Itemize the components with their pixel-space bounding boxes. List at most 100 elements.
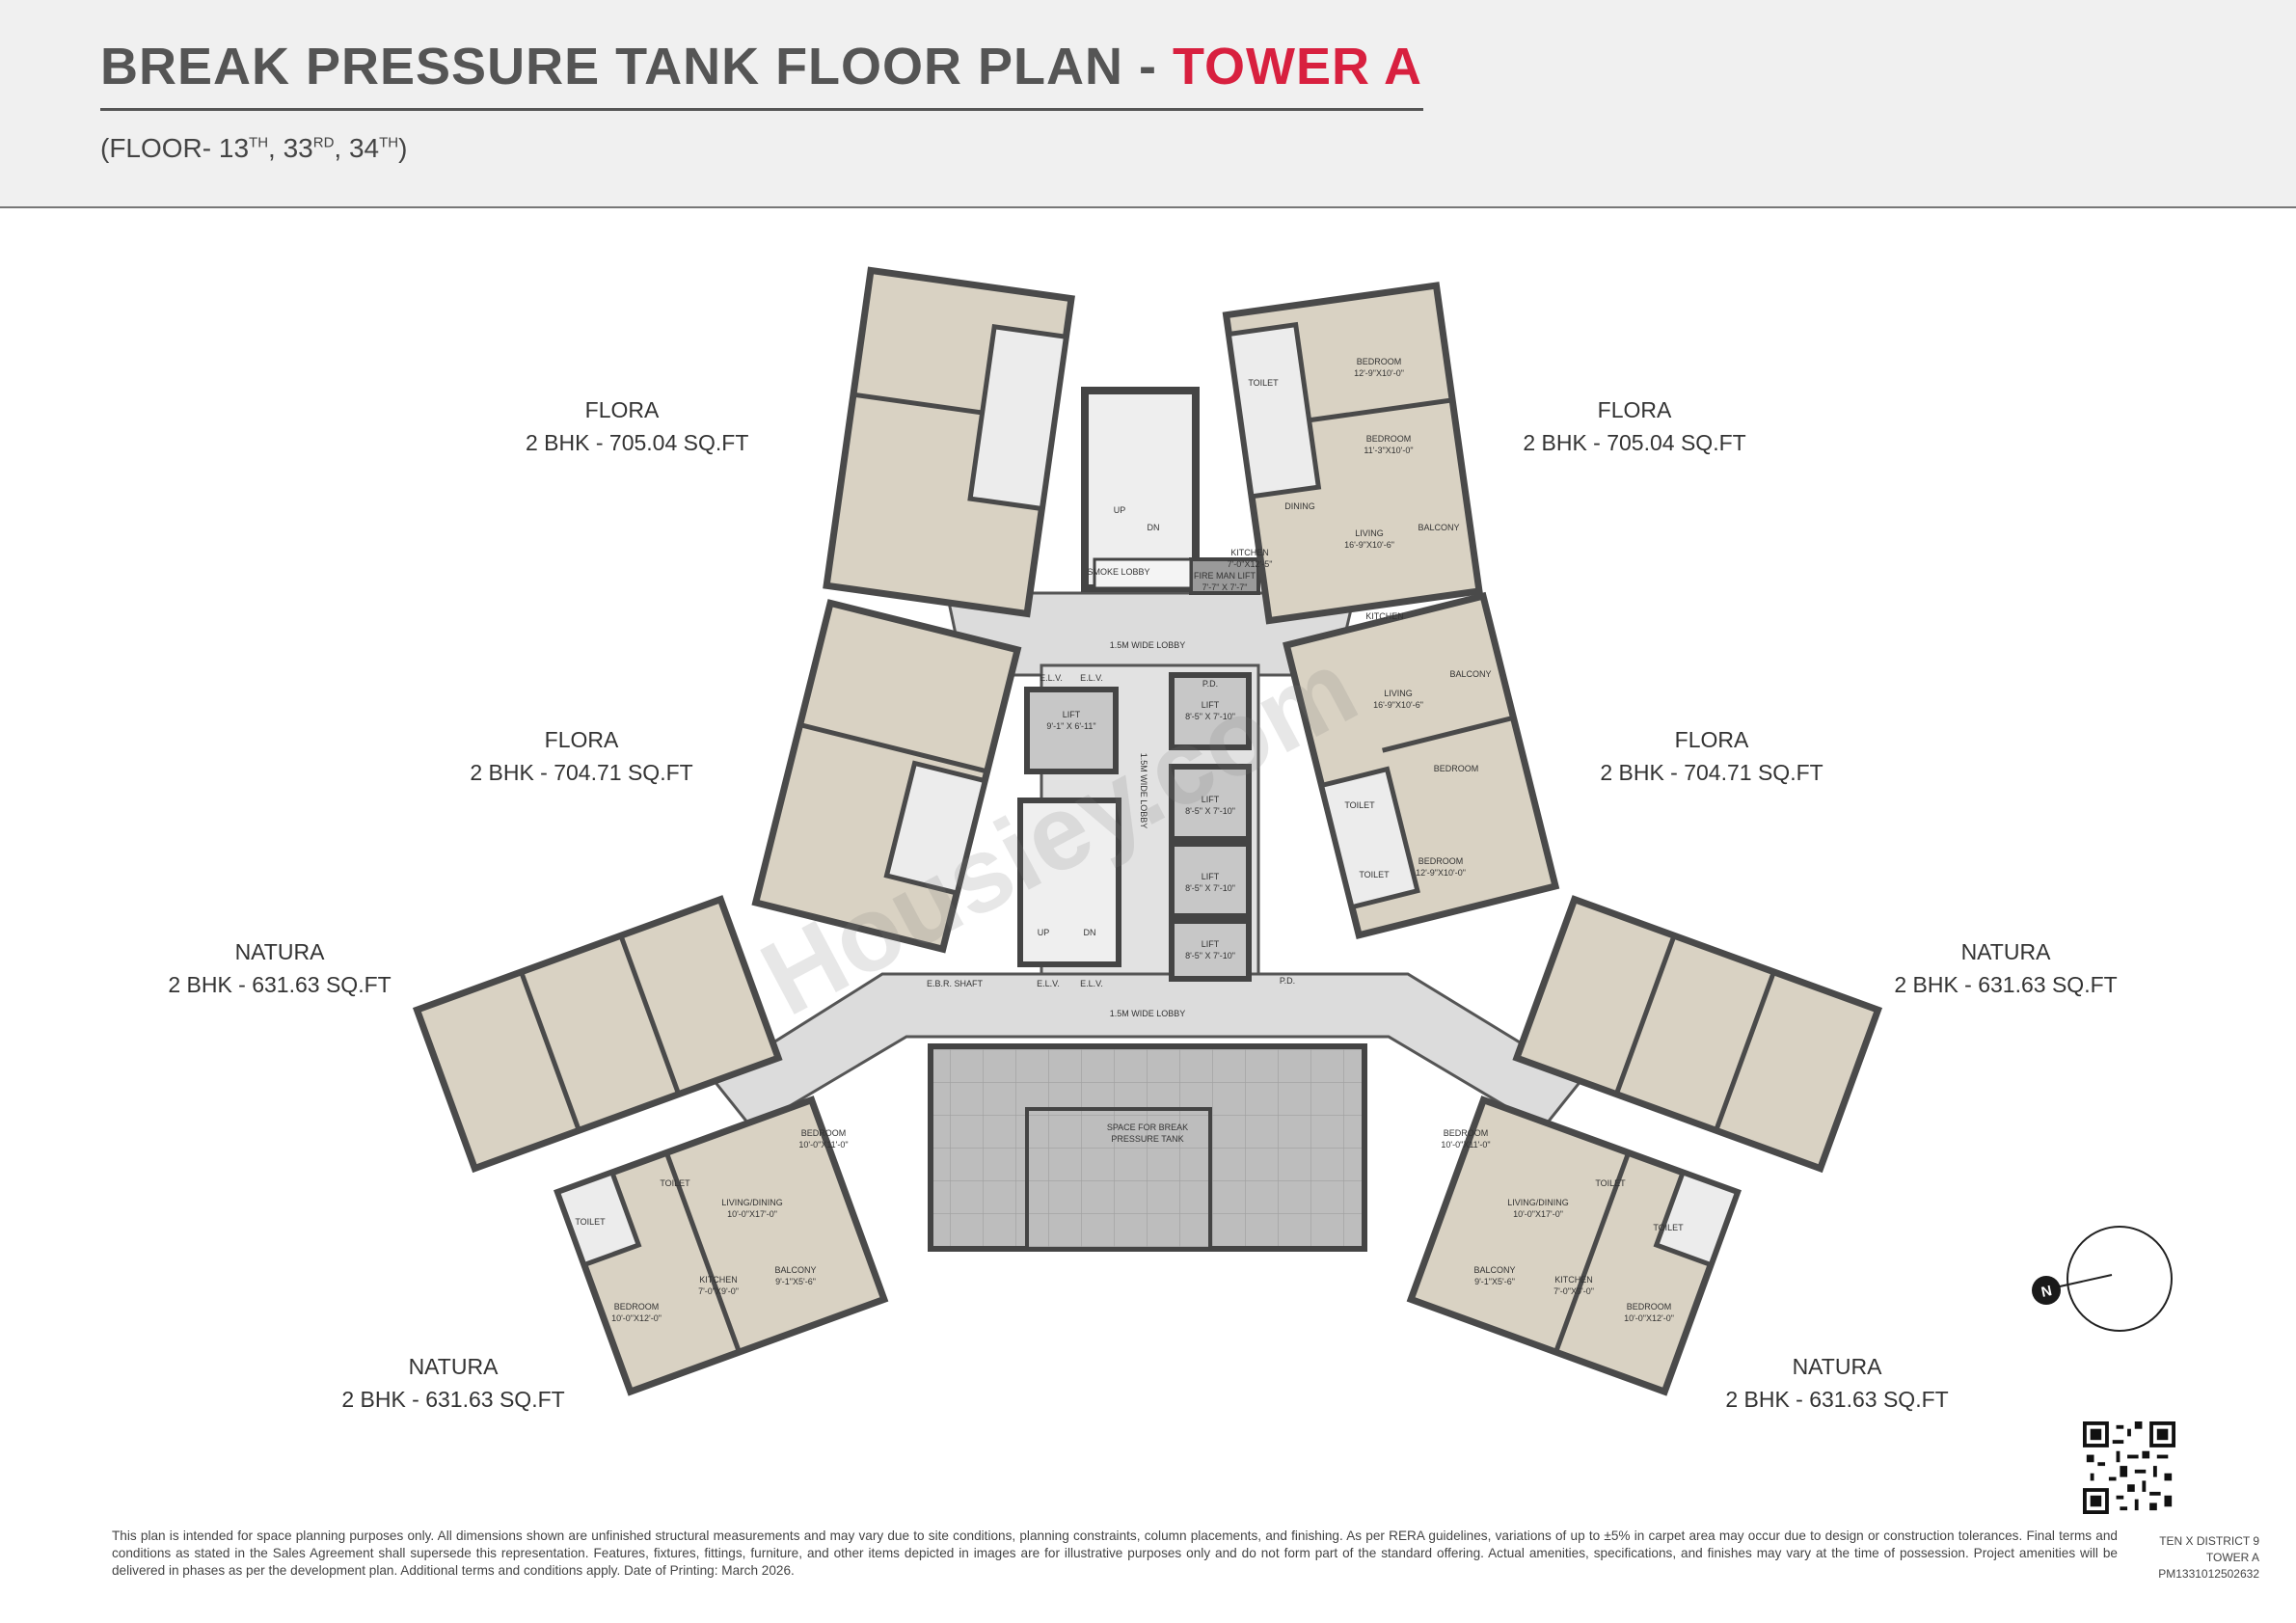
stair-core-top [1081, 387, 1260, 595]
room-bedroom-nl-size: 10'-0"X11'-0" [798, 1140, 848, 1150]
unit-area: 2 BHK - 631.63 SQ.FT [341, 1387, 565, 1412]
unit-label-flora-mid-right: FLORA 2 BHK - 704.71 SQ.FT [1581, 723, 1842, 789]
flora-unit-top-right [1222, 282, 1483, 625]
room-living-tr: LIVING [1355, 528, 1384, 538]
room-dining-tr: DINING [1284, 501, 1315, 511]
ebr-label: E.B.R. SHAFT [927, 979, 984, 988]
room-bedroom2-nl: BEDROOM [614, 1302, 660, 1312]
lobby-label-top: 1.5M WIDE LOBBY [1110, 640, 1186, 650]
unit-name: FLORA [1674, 727, 1749, 752]
up-label-1: UP [1114, 505, 1126, 515]
north-label: N [2039, 1283, 2053, 1301]
flora-unit-mid-left [751, 599, 1022, 954]
sup-3: TH [379, 134, 399, 151]
room-bedroom-nr: BEDROOM [1444, 1128, 1489, 1138]
room-livdin-nl: LIVING/DINING [721, 1198, 783, 1207]
room-kitchen-mr: KITCHEN [1365, 611, 1404, 621]
unit-label-flora-top-left: FLORA 2 BHK - 705.04 SQ.FT [526, 393, 749, 459]
unit-area: 2 BHK - 631.63 SQ.FT [168, 972, 392, 997]
room-balcony-nl-size: 9'-1"X5'-6" [775, 1277, 816, 1286]
lift-size-2: 8'-5" X 7'-10" [1185, 806, 1235, 816]
room-kitchen-nr: KITCHEN [1554, 1275, 1593, 1285]
unit-name: NATURA [1960, 939, 2051, 964]
natura-unit-left-lower [554, 1096, 889, 1396]
unit-label-natura-left-upper: NATURA 2 BHK - 631.63 SQ.FT [154, 935, 405, 1001]
room-kitchen-nr-size: 7'-0"X9'-0" [1553, 1286, 1594, 1296]
room-balcony-tr: BALCONY [1418, 523, 1459, 532]
unit-name: FLORA [584, 397, 660, 422]
room-bedroom2-nl-size: 10'-0"X12'-0" [611, 1313, 662, 1323]
page-title: BREAK PRESSURE TANK FLOOR PLAN - TOWER A [100, 37, 1422, 96]
room-balcony-mr: BALCONY [1449, 669, 1491, 679]
meta-project: TEN X DISTRICT 9 [2159, 1534, 2259, 1548]
room-toilet-nr: TOILET [1595, 1178, 1626, 1188]
room-living-tr-size: 16'-9"X10'-6" [1344, 540, 1394, 550]
unit-area: 2 BHK - 631.63 SQ.FT [1725, 1387, 1949, 1412]
subtitle-sep-2: , 34 [334, 133, 380, 163]
project-meta: TEN X DISTRICT 9 TOWER A PM1331012502632 [2158, 1533, 2259, 1582]
room-living-mr-size: 16'-9"X10'-6" [1373, 700, 1423, 710]
north-compass: N [2032, 1226, 2173, 1332]
pd-label-2: P.D. [1280, 976, 1295, 986]
smoke-lobby-label: SMOKE LOBBY [1087, 567, 1149, 577]
room-kitchen-nl-size: 7'-0"X9'-0" [698, 1286, 739, 1296]
unit-area: 2 BHK - 704.71 SQ.FT [1600, 760, 1823, 785]
room-toilet-mr2: TOILET [1359, 870, 1390, 879]
title-main: BREAK PRESSURE TANK FLOOR PLAN - [100, 38, 1174, 95]
up-label-2: UP [1038, 928, 1050, 937]
floor-subtitle: (FLOOR- 13TH, 33RD, 34TH) [100, 133, 407, 164]
lift-label-1: LIFT [1202, 700, 1220, 710]
sup-1: TH [249, 134, 269, 151]
room-balcony-nl: BALCONY [774, 1265, 816, 1275]
room-livdin-nl-size: 10'-0"X17'-0" [727, 1209, 777, 1219]
room-kitchen-tr: KITCHEN [1230, 548, 1269, 557]
subtitle-sep-1: , 33 [268, 133, 313, 163]
lift-size-3: 8'-5" X 7'-10" [1185, 883, 1235, 893]
lift-size-4: 8'-5" X 7'-10" [1185, 951, 1235, 960]
unit-area: 2 BHK - 704.71 SQ.FT [470, 760, 693, 785]
dn-label-1: DN [1148, 523, 1160, 532]
unit-name: NATURA [234, 939, 325, 964]
lift-label-3: LIFT [1202, 872, 1220, 881]
room-bedroom-tr-size: 12'-9"X10'-0" [1354, 368, 1404, 378]
sup-2: RD [312, 134, 335, 151]
lift-label-4: LIFT [1202, 939, 1220, 949]
lift-banks [1017, 672, 1252, 982]
room-toilet-mr: TOILET [1344, 800, 1375, 810]
unit-name: FLORA [544, 727, 619, 752]
room-bedroom-mr2-size: 12'-9"X10'-0" [1416, 868, 1466, 878]
room-toilet-nr2: TOILET [1653, 1223, 1684, 1232]
room-bedroom2-nr: BEDROOM [1627, 1302, 1672, 1312]
lobby-label-bottom: 1.5M WIDE LOBBY [1110, 1009, 1186, 1018]
room-bedroom-mr2: BEDROOM [1418, 856, 1464, 866]
room-bedroom2-tr: BEDROOM [1366, 434, 1412, 444]
room-bedroom-nr-size: 10'-0"X11'-0" [1441, 1140, 1490, 1150]
subtitle-prefix: (FLOOR- 13 [100, 133, 250, 163]
flora-unit-top-left [823, 266, 1075, 618]
elv-label-3: E.L.V. [1037, 979, 1060, 988]
subtitle-suffix: ) [398, 133, 408, 163]
pd-label-1: P.D. [1202, 679, 1218, 689]
break-pressure-tank [928, 1043, 1367, 1252]
room-kitchen-tr-size: 7'-0"X12'-5" [1228, 559, 1273, 569]
qr-code[interactable] [2083, 1421, 2175, 1514]
room-bedroom-tr: BEDROOM [1357, 357, 1402, 366]
flora-unit-mid-right [1283, 591, 1560, 939]
disclaimer-text: This plan is intended for space planning… [112, 1528, 2118, 1578]
unit-label-flora-mid-left: FLORA 2 BHK - 704.71 SQ.FT [451, 723, 712, 789]
tank-label-2: PRESSURE TANK [1111, 1134, 1183, 1144]
room-livdin-nr-size: 10'-0"X17'-0" [1513, 1209, 1563, 1219]
room-living-mr: LIVING [1384, 689, 1413, 698]
room-bedroom2-nr-size: 10'-0"X12'-0" [1624, 1313, 1674, 1323]
lift-label-small: LIFT [1063, 710, 1081, 719]
room-balcony-nr: BALCONY [1473, 1265, 1515, 1275]
unit-name: FLORA [1597, 397, 1672, 422]
unit-area: 2 BHK - 705.04 SQ.FT [526, 430, 749, 455]
room-balcony-nr-size: 9'-1"X5'-6" [1474, 1277, 1515, 1286]
room-toilet-nl: TOILET [660, 1178, 690, 1188]
